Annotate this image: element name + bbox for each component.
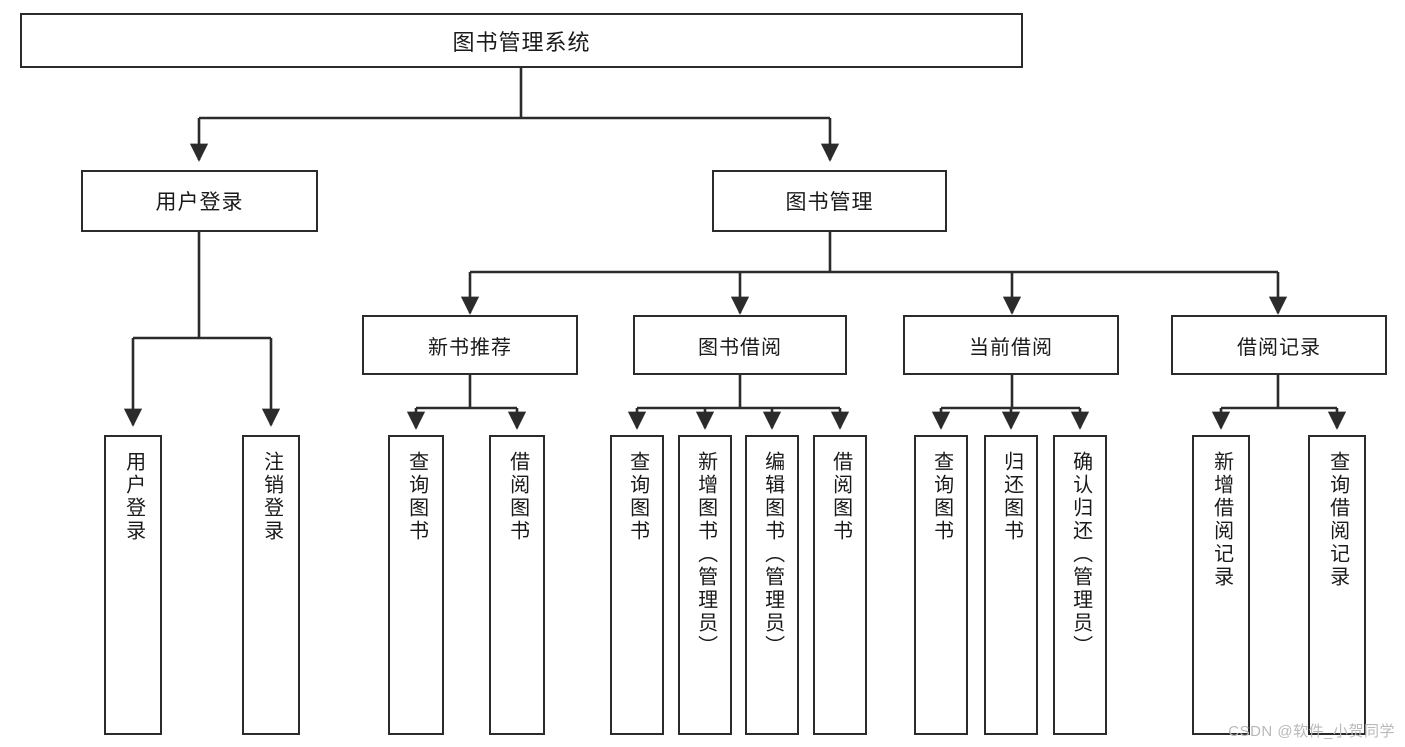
leaf-new-book-borrow[interactable]: 借阅图书 — [489, 435, 545, 735]
leaf-current-borrow-confirm-label: 确认归还（管理员） — [1069, 451, 1092, 658]
leaf-user-login-signout[interactable]: 注销登录 — [242, 435, 300, 735]
leaf-new-book-borrow-label: 借阅图书 — [506, 451, 529, 543]
node-book-borrow-label: 图书借阅 — [698, 336, 782, 359]
leaf-new-book-query[interactable]: 查询图书 — [388, 435, 444, 735]
node-borrow-record[interactable]: 借阅记录 — [1171, 315, 1387, 375]
leaf-book-borrow-add[interactable]: 新增图书（管理员） — [678, 435, 732, 735]
leaf-book-borrow-borrow-label: 借阅图书 — [829, 451, 852, 543]
leaf-current-borrow-return[interactable]: 归还图书 — [984, 435, 1038, 735]
node-new-book-recommend[interactable]: 新书推荐 — [362, 315, 578, 375]
node-root-system[interactable]: 图书管理系统 — [20, 13, 1023, 68]
leaf-book-borrow-edit[interactable]: 编辑图书（管理员） — [745, 435, 799, 735]
leaf-borrow-record-add[interactable]: 新增借阅记录 — [1192, 435, 1250, 735]
node-new-book-recommend-label: 新书推荐 — [428, 336, 512, 359]
node-book-borrow[interactable]: 图书借阅 — [633, 315, 847, 375]
leaf-current-borrow-return-label: 归还图书 — [1000, 451, 1023, 543]
node-current-borrow-label: 当前借阅 — [969, 336, 1053, 359]
leaf-user-login-signin-label: 用户登录 — [122, 451, 145, 543]
leaf-book-borrow-add-label: 新增图书（管理员） — [694, 451, 717, 658]
leaf-book-borrow-borrow[interactable]: 借阅图书 — [813, 435, 867, 735]
node-borrow-record-label: 借阅记录 — [1237, 336, 1321, 359]
node-book-management[interactable]: 图书管理 — [712, 170, 947, 232]
leaf-book-borrow-query[interactable]: 查询图书 — [610, 435, 664, 735]
node-user-login[interactable]: 用户登录 — [81, 170, 318, 232]
leaf-borrow-record-add-label: 新增借阅记录 — [1210, 451, 1233, 589]
leaf-current-borrow-query-label: 查询图书 — [930, 451, 953, 543]
leaf-book-borrow-edit-label: 编辑图书（管理员） — [761, 451, 784, 658]
leaf-borrow-record-query-label: 查询借阅记录 — [1326, 451, 1349, 589]
leaf-user-login-signin[interactable]: 用户登录 — [104, 435, 162, 735]
leaf-new-book-query-label: 查询图书 — [405, 451, 428, 543]
leaf-user-login-signout-label: 注销登录 — [260, 451, 283, 543]
node-book-management-label: 图书管理 — [785, 191, 874, 214]
leaf-book-borrow-query-label: 查询图书 — [626, 451, 649, 543]
leaf-current-borrow-query[interactable]: 查询图书 — [914, 435, 968, 735]
leaf-current-borrow-confirm[interactable]: 确认归还（管理员） — [1053, 435, 1107, 735]
leaf-borrow-record-query[interactable]: 查询借阅记录 — [1308, 435, 1366, 735]
node-user-login-label: 用户登录 — [155, 191, 244, 214]
node-current-borrow[interactable]: 当前借阅 — [903, 315, 1119, 375]
node-root-system-label: 图书管理系统 — [452, 29, 591, 55]
